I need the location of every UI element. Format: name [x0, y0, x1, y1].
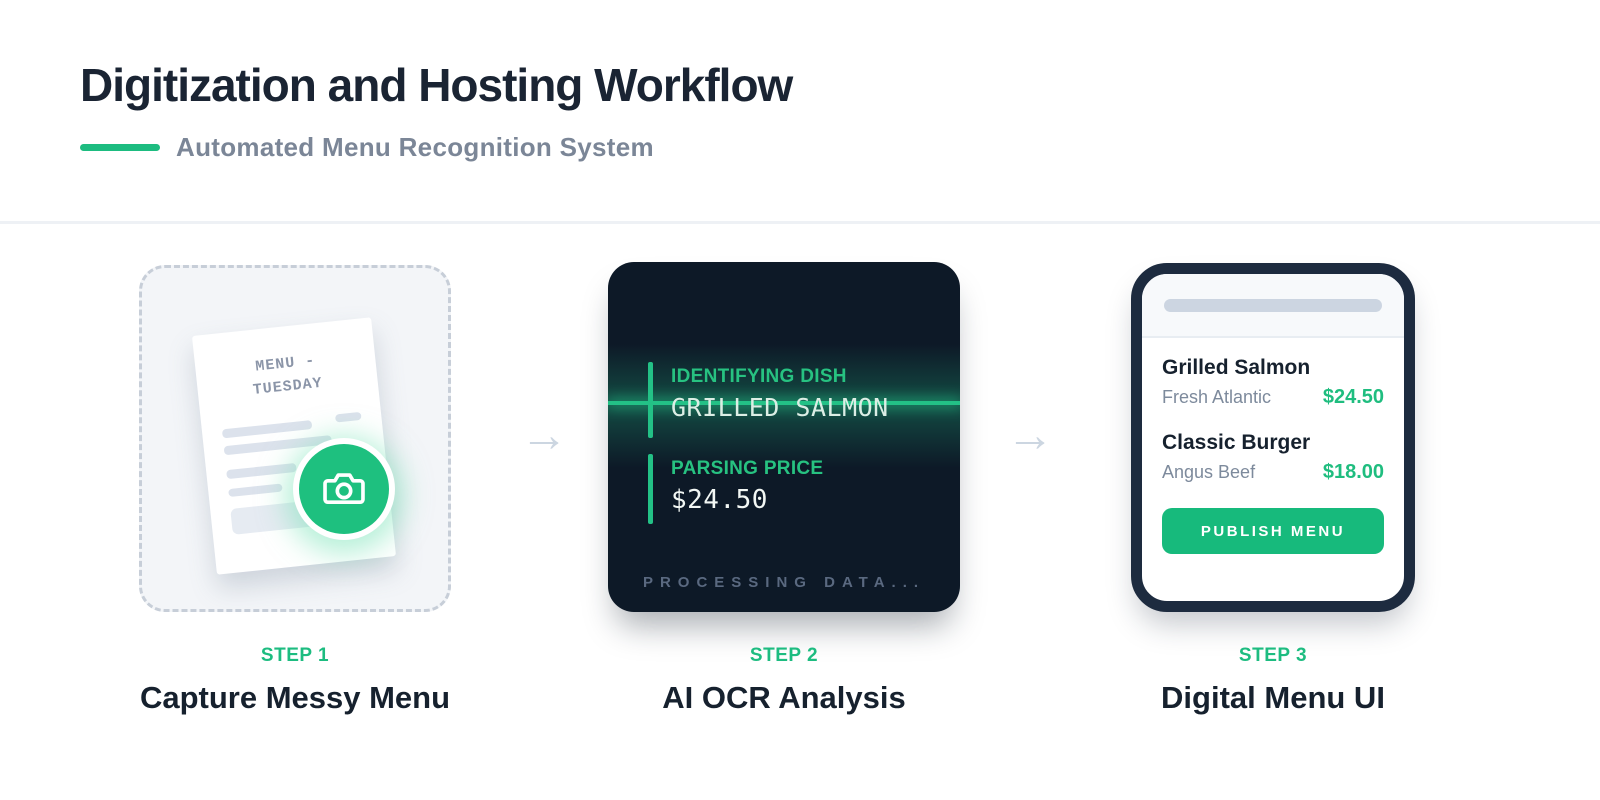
step2-label-group: STEP 2 AI OCR Analysis	[608, 645, 960, 716]
ocr-field-price: PARSING PRICE $24.50	[648, 454, 823, 524]
skeleton-line	[334, 411, 362, 423]
digital-menu: Grilled Salmon Fresh Atlantic $24.50 Cla…	[1142, 338, 1404, 554]
scan-line	[608, 401, 960, 405]
menu-item-price: $18.00	[1322, 461, 1384, 483]
step3-title: Digital Menu UI	[1161, 680, 1385, 715]
menu-item-price: $24.50	[1322, 386, 1384, 408]
capture-card: MENU - TUESDAY	[139, 265, 451, 612]
camera-icon	[323, 473, 365, 505]
menu-item-name: Classic Burger	[1162, 431, 1311, 454]
subtitle-row: Automated Menu Recognition System	[80, 132, 654, 163]
menu-item-desc: Fresh Atlantic	[1162, 387, 1272, 407]
step1-title: Capture Messy Menu	[139, 680, 451, 715]
field-accent-bar	[648, 362, 653, 438]
phone-header	[1142, 274, 1404, 338]
menu-item: Classic Burger Angus Beef $18.00	[1162, 431, 1384, 484]
accent-dash	[80, 144, 160, 151]
processing-status: PROCESSING DATA...	[642, 574, 926, 591]
phone-notch-bar	[1164, 298, 1382, 312]
skeleton-line	[223, 434, 332, 455]
skeleton-line	[226, 462, 297, 479]
step3-label-group: STEP 3 Digital Menu UI	[1097, 645, 1449, 716]
menu-paper: MENU - TUESDAY	[191, 317, 397, 575]
menu-item: Grilled Salmon Fresh Atlantic $24.50	[1162, 356, 1384, 409]
ocr-field-dish: IDENTIFYING DISH GRILLED SALMON	[648, 362, 889, 438]
step3-label: STEP 3	[1238, 645, 1308, 666]
publish-menu-button[interactable]: PUBLISH MENU	[1162, 508, 1384, 554]
ocr-dish-value: GRILLED SALMON	[671, 393, 889, 422]
phone-mockup: Grilled Salmon Fresh Atlantic $24.50 Cla…	[1131, 263, 1415, 612]
step2-label: STEP 2	[749, 645, 819, 666]
skeleton-line	[221, 419, 313, 438]
menu-item-name: Grilled Salmon	[1162, 356, 1311, 379]
ocr-price-label: PARSING PRICE	[671, 458, 824, 479]
ocr-dish-label: IDENTIFYING DISH	[671, 366, 847, 387]
scan-glow	[608, 344, 960, 468]
arrow-right-icon: →	[1006, 409, 1054, 462]
step1-label-group: STEP 1 Capture Messy Menu	[119, 645, 471, 716]
page-subtitle: Automated Menu Recognition System	[176, 132, 654, 162]
header-divider	[0, 221, 1600, 224]
arrow-right-icon: →	[520, 409, 568, 462]
step2-title: AI OCR Analysis	[662, 680, 906, 715]
ocr-card: IDENTIFYING DISH GRILLED SALMON PARSING …	[608, 262, 960, 612]
step1-label: STEP 1	[260, 645, 330, 666]
menu-item-desc: Angus Beef	[1162, 462, 1256, 482]
ocr-price-value: $24.50	[671, 485, 768, 515]
paper-heading: MENU - TUESDAY	[195, 343, 379, 408]
field-accent-bar	[648, 454, 653, 524]
page-title: Digitization and Hosting Workflow	[80, 59, 793, 111]
skeleton-line	[228, 482, 283, 497]
camera-button[interactable]	[299, 444, 389, 534]
